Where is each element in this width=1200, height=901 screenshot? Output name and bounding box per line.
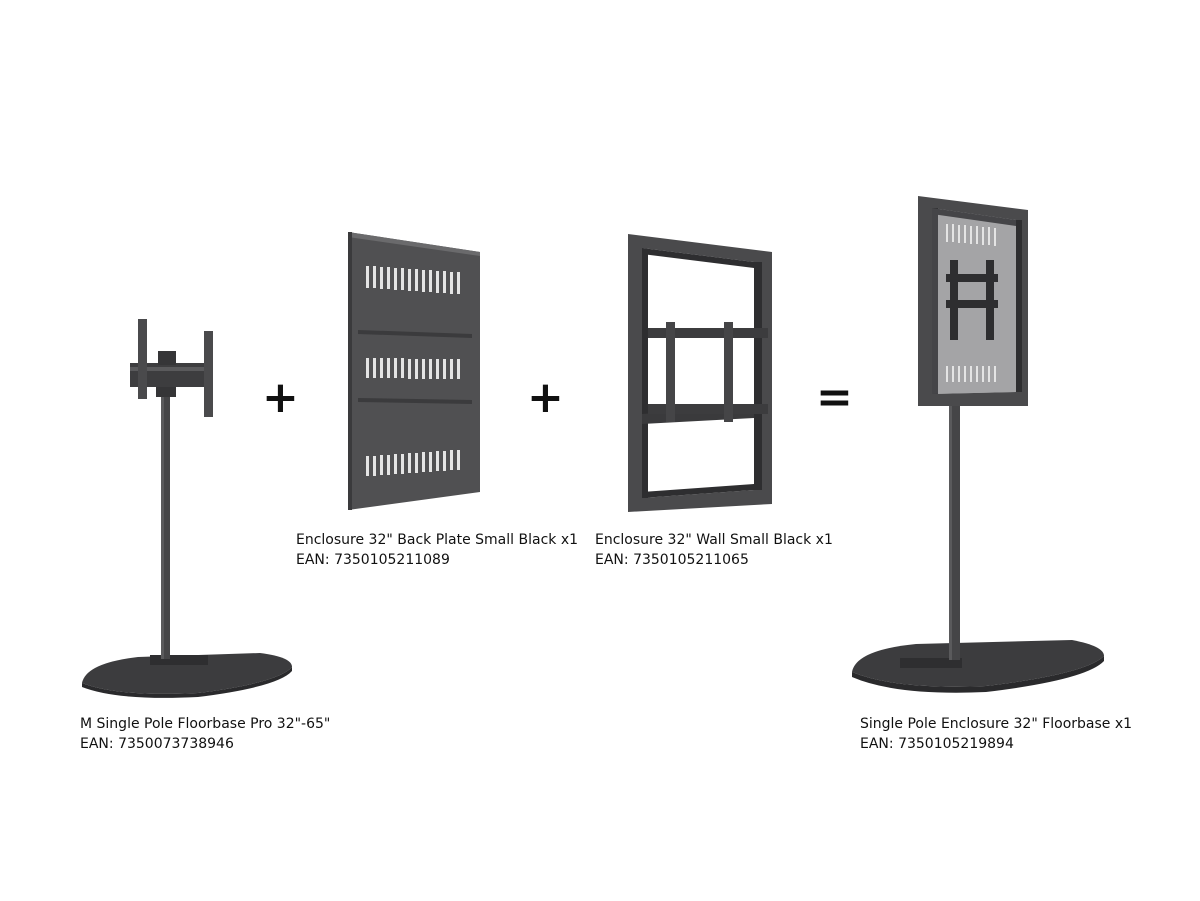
product-caption-wall-enclosure: Enclosure 32" Wall Small Black x1 EAN: 7… — [595, 530, 833, 570]
product-name: Enclosure 32" Wall Small Black x1 — [595, 532, 833, 548]
wall-enclosure-frame-image — [628, 234, 772, 512]
plus-operator-1: + — [262, 372, 299, 423]
assembled-enclosure-stand-image — [852, 196, 1104, 693]
product-ean: EAN: 7350105219894 — [860, 736, 1014, 752]
product-name: Single Pole Enclosure 32" Floorbase x1 — [860, 716, 1133, 732]
product-name: M Single Pole Floorbase Pro 32"-65" — [80, 716, 331, 732]
equals-operator: = — [816, 372, 853, 423]
product-ean: EAN: 7350105211089 — [296, 552, 450, 568]
product-ean: EAN: 7350105211065 — [595, 552, 749, 568]
floorbase-stand-image — [82, 319, 292, 698]
product-ean: EAN: 7350073738946 — [80, 736, 234, 752]
back-plate-image — [348, 232, 480, 510]
product-name: Enclosure 32" Back Plate Small Black x1 — [296, 532, 579, 548]
product-caption-floorbase: M Single Pole Floorbase Pro 32"-65" EAN:… — [80, 714, 330, 754]
product-caption-back-plate: Enclosure 32" Back Plate Small Black x1 … — [296, 530, 578, 570]
product-caption-assembled: Single Pole Enclosure 32" Floorbase x1 E… — [860, 714, 1132, 754]
plus-operator-2: + — [527, 372, 564, 423]
